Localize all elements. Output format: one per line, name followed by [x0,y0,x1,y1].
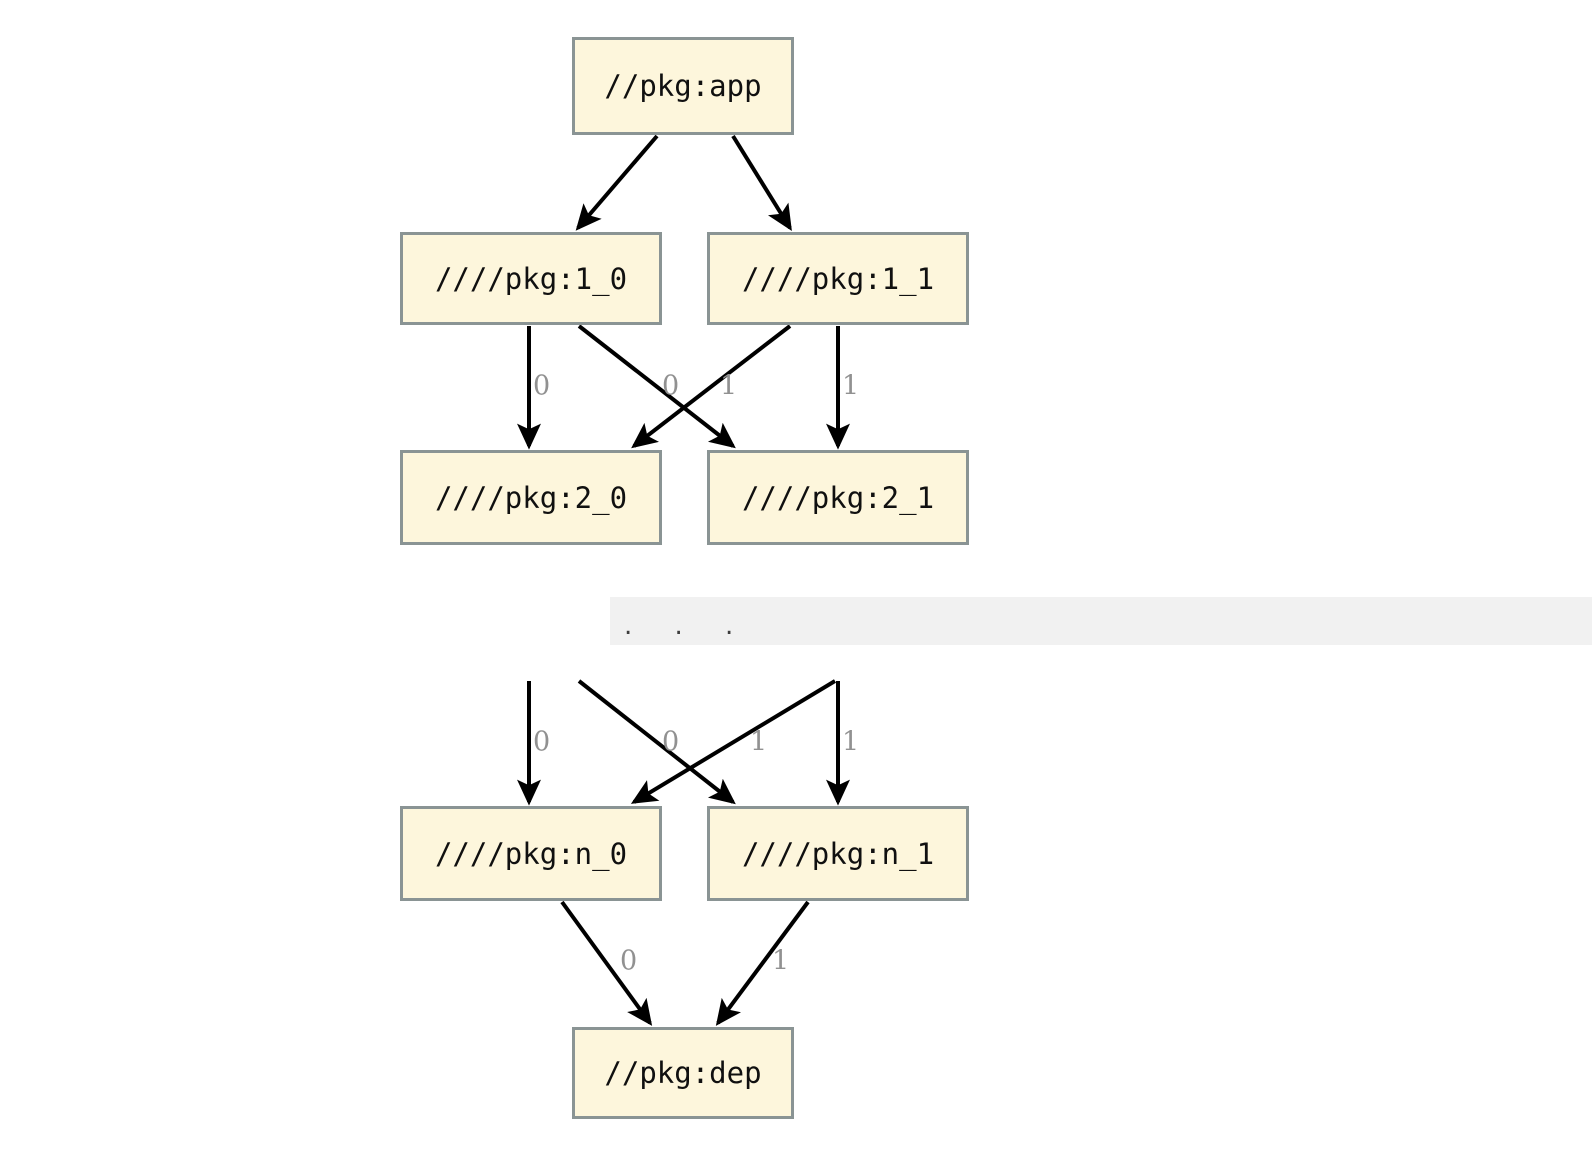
edge-label-e-n_0-dep: 0 [620,945,638,977]
e-dangle-n_1a[interactable] [577,679,736,805]
edge-label-e-dangle-n_0b: 1 [750,726,768,758]
node-nn_0[interactable]: ////pkg:n_0 [400,806,662,901]
edge-label-e-1_1-2_0: 1 [720,370,738,402]
e-app-1_1[interactable] [731,134,792,232]
node-label: ////pkg:n_0 [434,836,628,871]
node-nn_1[interactable]: ////pkg:n_1 [707,806,969,901]
node-n1_0[interactable]: ////pkg:1_0 [400,232,662,325]
e-app-1_0[interactable] [575,134,659,231]
e-1_1-2_0[interactable] [631,324,792,449]
edge-label-e-1_0-2_1: 0 [662,370,680,402]
edge-label-e-1_0-2_0: 0 [533,370,551,402]
node-label: ////pkg:2_1 [741,480,935,515]
edge-label-e-dangle-n_1a: 0 [662,726,680,758]
e-dangle-n_0b[interactable] [630,679,837,804]
edge-label-e-n_1-dep: 1 [772,945,790,977]
e-1_0-2_1[interactable] [577,324,736,449]
node-label: ////pkg:2_0 [434,480,628,515]
node-app[interactable]: //pkg:app [572,37,794,135]
node-n1_1[interactable]: ////pkg:1_1 [707,232,969,325]
node-label: ////pkg:1_1 [741,261,935,296]
e-n_0-dep[interactable] [560,900,653,1026]
node-n2_0[interactable]: ////pkg:2_0 [400,450,662,545]
edge-label-e-dangle-n_1b: 1 [842,726,860,758]
edge-label-e-1_1-2_1: 1 [842,370,860,402]
e-n_1-dep[interactable] [715,900,810,1026]
ellipsis-dots: . . . [624,611,751,641]
node-n2_1[interactable]: ////pkg:2_1 [707,450,969,545]
edges-group [517,134,850,1026]
node-label: ////pkg:n_1 [741,836,935,871]
ellipsis-separator-band: . . . [610,597,1592,645]
node-label: //pkg:dep [604,1056,762,1090]
node-label: ////pkg:1_0 [434,261,628,296]
edge-label-e-dangle-n_0: 0 [533,726,551,758]
node-label: //pkg:app [604,69,762,103]
node-dep[interactable]: //pkg:dep [572,1027,794,1119]
